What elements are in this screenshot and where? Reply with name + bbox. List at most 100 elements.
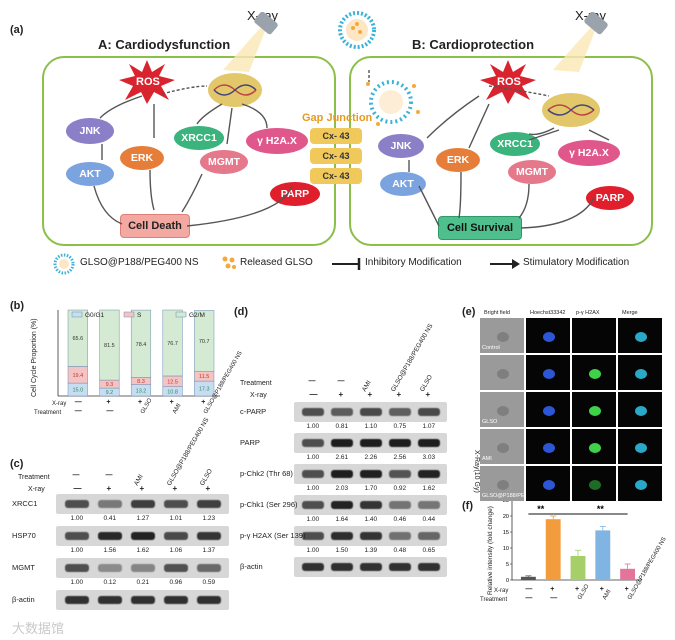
panel-c-value: 1.37 bbox=[202, 547, 216, 554]
panel-c-band bbox=[64, 531, 89, 541]
panel-c-band bbox=[97, 531, 122, 541]
ros-burst-icon-left bbox=[119, 60, 175, 104]
erk-node-right: ERK bbox=[436, 148, 480, 172]
panel-b-row-xray: X-ray bbox=[52, 401, 67, 407]
panel-b-data-label: 76.7 bbox=[167, 341, 178, 347]
panel-c-band bbox=[97, 595, 122, 605]
panel-b-legend-swatch bbox=[175, 311, 187, 318]
panel-e-micrograph bbox=[618, 466, 662, 501]
panel-e-micrograph bbox=[618, 318, 662, 353]
panel-b-bar-g2m-3 bbox=[162, 309, 183, 377]
panel-c-row-label: MGMT bbox=[12, 563, 35, 572]
panel-d-row-label: p-Chk2 (Thr 68) bbox=[240, 469, 293, 478]
panel-b-bar-g2m-4 bbox=[194, 310, 215, 372]
panel-d-band bbox=[417, 469, 440, 479]
panel-d-treatment-dash: — bbox=[308, 378, 316, 385]
panel-label-b: (b) bbox=[10, 300, 25, 312]
panel-d-band bbox=[301, 469, 324, 479]
panel-d-band bbox=[359, 500, 382, 510]
panel-d-band bbox=[330, 562, 353, 572]
panel-b-data-label: 70.7 bbox=[199, 339, 210, 345]
cell-survival-box: Cell Survival bbox=[438, 216, 522, 240]
panel-b-legend-swatch bbox=[123, 311, 135, 318]
panel-f-treatment-dash: — bbox=[550, 595, 558, 602]
panel-c-value: 1.01 bbox=[169, 515, 183, 522]
panel-c-band bbox=[64, 595, 89, 605]
right-title: B: Cardioprotection bbox=[412, 37, 535, 52]
panel-c-xray-sign: + bbox=[106, 484, 112, 493]
panel-d-band bbox=[359, 469, 382, 479]
panel-e-nucleus bbox=[543, 479, 555, 490]
panel-b-legend-label: G0/G1 bbox=[85, 312, 105, 319]
panel-f-tick-label: 25 bbox=[503, 498, 509, 504]
panel-d-band bbox=[330, 438, 353, 448]
panel-b-bar-g2m-1 bbox=[99, 309, 120, 381]
panel-f-treatment-dash: — bbox=[525, 595, 533, 602]
panel-d-band bbox=[301, 562, 324, 572]
panel-e-nucleus bbox=[543, 331, 555, 342]
panel-b-data-label: 11.5 bbox=[199, 374, 209, 380]
panel-c-band bbox=[196, 499, 221, 509]
mgmt-node-left: MGMT bbox=[200, 150, 248, 174]
cx43-channel-3: Cx- 43 bbox=[310, 168, 362, 184]
panel-c-value: 1.27 bbox=[136, 515, 150, 522]
panel-e-micrograph: Control bbox=[480, 318, 524, 353]
panel-f-tick-label: 10 bbox=[503, 546, 509, 552]
dna-icon-left bbox=[208, 73, 262, 107]
panel-d-value: 0.44 bbox=[422, 516, 436, 523]
panel-e-nucleus bbox=[497, 368, 509, 379]
panel-b-xray-sign: — bbox=[74, 399, 82, 406]
panel-d-value: 3.03 bbox=[422, 454, 436, 461]
dna-icon-right bbox=[542, 93, 600, 127]
panel-e-nucleus bbox=[543, 405, 555, 416]
panel-d-band bbox=[417, 407, 440, 417]
panel-e-nucleus bbox=[589, 405, 601, 416]
left-title: A: Cardiodysfunction bbox=[98, 37, 231, 52]
panel-e-nucleus bbox=[635, 405, 647, 416]
akt-node-left: AKT bbox=[66, 162, 114, 186]
panel-c-treatment-dash: — bbox=[105, 472, 113, 479]
panel-b-data-label: 8.3 bbox=[137, 379, 145, 385]
panel-f-ylabel: Relative intensity (fold change) bbox=[487, 506, 494, 595]
panel-d-value: 2.61 bbox=[335, 454, 349, 461]
panel-c-value: 1.06 bbox=[169, 547, 183, 554]
left-pathway-arrows bbox=[93, 85, 293, 227]
legend-stimulatory: Stimulatory Modification bbox=[523, 257, 630, 268]
panel-f-tick-label: 15 bbox=[503, 530, 509, 536]
panel-d-band bbox=[359, 562, 382, 572]
panel-c-band bbox=[196, 531, 221, 541]
panel-d-value: 1.00 bbox=[306, 516, 320, 523]
panel-d-band bbox=[330, 500, 353, 510]
panel-f-xray-sign: + bbox=[550, 586, 555, 593]
panel-d-xray-sign: — bbox=[309, 390, 318, 399]
panel-b-legend-label: G2/M bbox=[189, 312, 205, 319]
panel-c-band bbox=[130, 595, 155, 605]
panel-c-band bbox=[64, 499, 89, 509]
panel-b-data-label: 15.0 bbox=[72, 388, 83, 394]
panel-c-band bbox=[163, 595, 188, 605]
akt-node-right: AKT bbox=[380, 172, 426, 196]
panel-c-band bbox=[163, 499, 188, 509]
panel-d-xray-sign: + bbox=[338, 390, 344, 399]
panel-d-row-label: p-γ H2AX (Ser 139) bbox=[240, 531, 306, 540]
panel-b-bar-g2m-2 bbox=[130, 309, 152, 378]
panel-e-nucleus bbox=[543, 442, 555, 453]
panel-c-value: 1.00 bbox=[70, 579, 84, 586]
panel-c-row-label: XRCC1 bbox=[12, 499, 38, 508]
jnk-node-right: JNK bbox=[378, 134, 424, 158]
panel-f-row-treatment: Treatment bbox=[480, 597, 508, 603]
panel-c-value: 1.23 bbox=[202, 515, 216, 522]
panel-f-tick-label: 5 bbox=[506, 562, 509, 568]
panel-e-micrograph bbox=[526, 429, 570, 464]
right-pathway-arrows bbox=[368, 70, 610, 229]
panel-e-nucleus bbox=[635, 479, 647, 490]
panel-e-micrograph: GLSO@P188/PEG400 bbox=[480, 466, 538, 501]
watermark: 大数据馆 bbox=[12, 621, 65, 636]
panel-c-band bbox=[130, 531, 155, 541]
panel-c-band bbox=[97, 499, 122, 509]
panel-e-micrograph bbox=[526, 392, 570, 427]
panel-c-band bbox=[163, 531, 188, 541]
panel-b-xray-sign: + bbox=[201, 399, 206, 406]
jnk-node-left: JNK bbox=[66, 118, 114, 144]
panel-d-row-label: PARP bbox=[240, 438, 260, 447]
